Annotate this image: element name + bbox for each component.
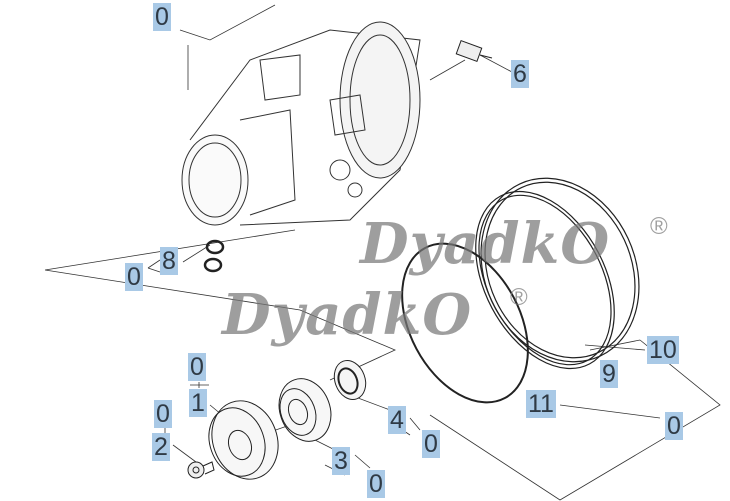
callout-group-3[interactable]: 0 xyxy=(367,470,385,498)
leader-lines xyxy=(44,4,721,501)
o-ring-part-11 xyxy=(401,242,529,404)
connector-part-6 xyxy=(455,40,493,62)
callout-part-8[interactable]: 8 xyxy=(160,247,178,275)
callout-part-6[interactable]: 6 xyxy=(511,60,529,88)
callout-group-4[interactable]: 0 xyxy=(422,430,440,458)
ring-part-9 xyxy=(475,190,615,370)
watermark-registered-mark: ® xyxy=(650,213,668,240)
callout-group-8[interactable]: 0 xyxy=(125,263,143,291)
screw-part-2 xyxy=(187,461,215,479)
callout-part-4[interactable]: 4 xyxy=(388,406,406,434)
callout-group-ring[interactable]: 0 xyxy=(665,412,683,440)
seal-part-4 xyxy=(333,360,367,400)
watermark-logo: DyadkO xyxy=(360,211,611,277)
callout-part-10[interactable]: 10 xyxy=(647,336,679,364)
callout-housing-group[interactable]: 0 xyxy=(153,3,171,31)
bearing-part-3 xyxy=(278,378,332,442)
callout-group-2[interactable]: 0 xyxy=(154,400,172,428)
callout-part-11[interactable]: 11 xyxy=(526,390,556,418)
callout-part-1[interactable]: 1 xyxy=(189,389,207,417)
watermark-registered-mark: ® xyxy=(510,284,528,311)
callout-part-3[interactable]: 3 xyxy=(332,447,350,475)
callout-group-1[interactable]: 0 xyxy=(188,353,206,381)
callout-part-9[interactable]: 9 xyxy=(600,360,618,388)
callout-part-2[interactable]: 2 xyxy=(152,433,170,461)
motor-housing xyxy=(181,21,421,226)
o-rings-part-8 xyxy=(203,239,225,273)
cover-part-1 xyxy=(208,400,279,480)
watermark-logo: DyadkO xyxy=(222,282,473,348)
